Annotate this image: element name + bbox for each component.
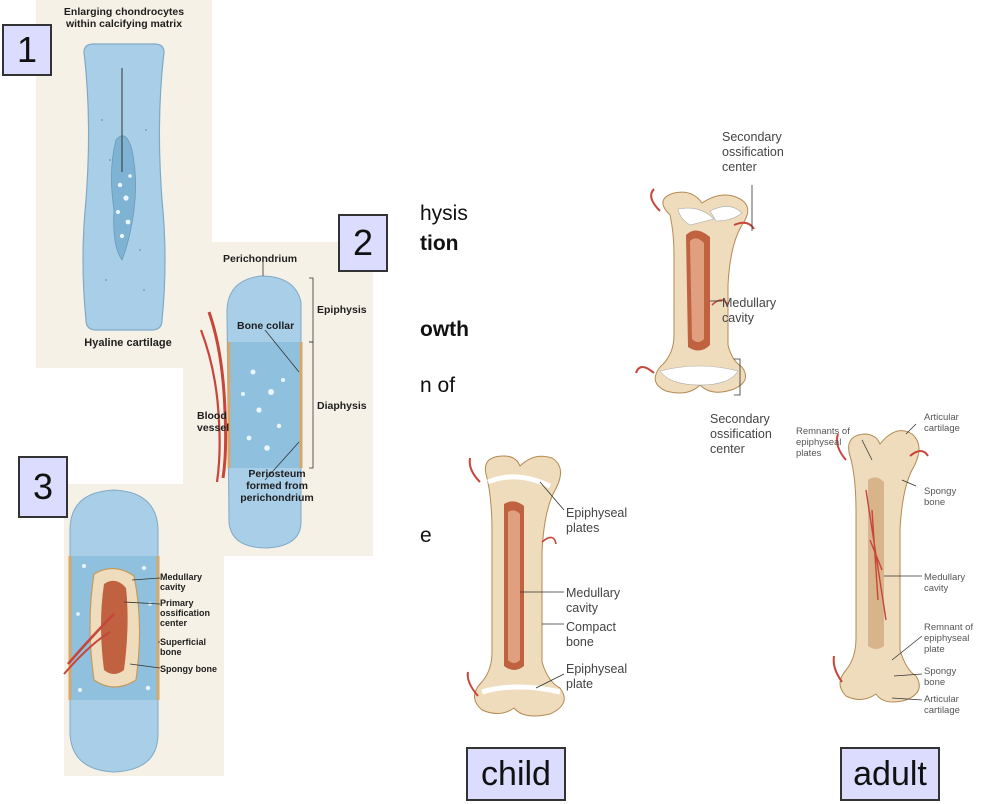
stage3-primary-ossification-model: [63, 489, 161, 773]
caption-child: child: [466, 747, 566, 801]
juvenile-bone-illustration: [635, 185, 755, 396]
stage1-badge: 1: [2, 24, 52, 76]
label-secondary-ossification-bottom: Secondary ossification center: [710, 412, 772, 456]
label-remnants-epiphyseal-plates: Remnants of epiphyseal plates: [796, 426, 850, 459]
label-periosteum: Periosteum formed from perichondrium: [240, 468, 314, 504]
stage2-badge: 2: [338, 214, 388, 272]
label-blood-vessel: Blood vessel: [197, 410, 230, 434]
stage3-badge: 3: [18, 456, 68, 518]
slide-text-fragment-5: e: [420, 524, 432, 547]
label-superficial-bone: Superficial bone: [160, 637, 207, 657]
label-medullary-cavity-child: Medullary cavity: [566, 586, 621, 615]
stage1-cartilage-model: [82, 43, 166, 331]
label-articular-cartilage-top: Articular cartilage: [924, 412, 960, 434]
stage1-panel: Enlarging chondrocytes within calcifying…: [36, 0, 212, 368]
slide-text-fragment-3: owth: [420, 318, 469, 341]
slide-text-fragment-2: tion: [420, 232, 459, 255]
label-medullary-cavity-juvenile: Medullary cavity: [722, 296, 777, 325]
label-compact-bone-child: Compact bone: [566, 620, 617, 649]
adult-bone-illustration: [832, 423, 929, 703]
label-epiphyseal-plate-child: Epiphyseal plate: [566, 662, 628, 691]
label-spongy-bone-adult-bottom: Spongy bone: [924, 666, 957, 688]
label-hyaline-cartilage: Hyaline cartilage: [84, 337, 172, 349]
slide-text-fragment-1: hysis: [420, 202, 468, 225]
label-epiphyseal-plates-child: Epiphyseal plates: [566, 506, 628, 535]
label-remnant-epiphyseal-plate: Remnant of epiphyseal plate: [924, 622, 974, 655]
label-medullary-cavity-3: Medullary cavity: [160, 572, 203, 592]
label-spongy-bone-adult-top: Spongy bone: [924, 486, 957, 508]
caption-adult: adult: [840, 747, 940, 801]
label-perichondrium: Perichondrium: [223, 253, 298, 265]
label-primary-ossification-center: Primary ossification center: [160, 598, 211, 628]
label-diaphysis: Diaphysis: [317, 400, 367, 412]
label-articular-cartilage-bottom: Articular cartilage: [924, 694, 960, 716]
child-bone-illustration: [466, 455, 565, 717]
stage2-panel: Perichondrium Epiphysis Bone collar Diap…: [183, 242, 373, 556]
label-enlarging-chondrocytes: Enlarging chondrocytes within calcifying…: [63, 6, 185, 30]
label-spongy-bone-3: Spongy bone: [160, 664, 217, 674]
label-epiphysis: Epiphysis: [317, 304, 367, 316]
label-bone-collar: Bone collar: [237, 320, 295, 332]
label-secondary-ossification-top: Secondary ossification center: [722, 130, 784, 174]
label-medullary-cavity-adult: Medullary cavity: [924, 572, 966, 594]
slide-text-fragment-4: n of: [420, 374, 456, 397]
stage2-bone-collar-model: [199, 256, 314, 549]
stage3-panel: Medullary cavity Primary ossification ce…: [63, 484, 224, 776]
